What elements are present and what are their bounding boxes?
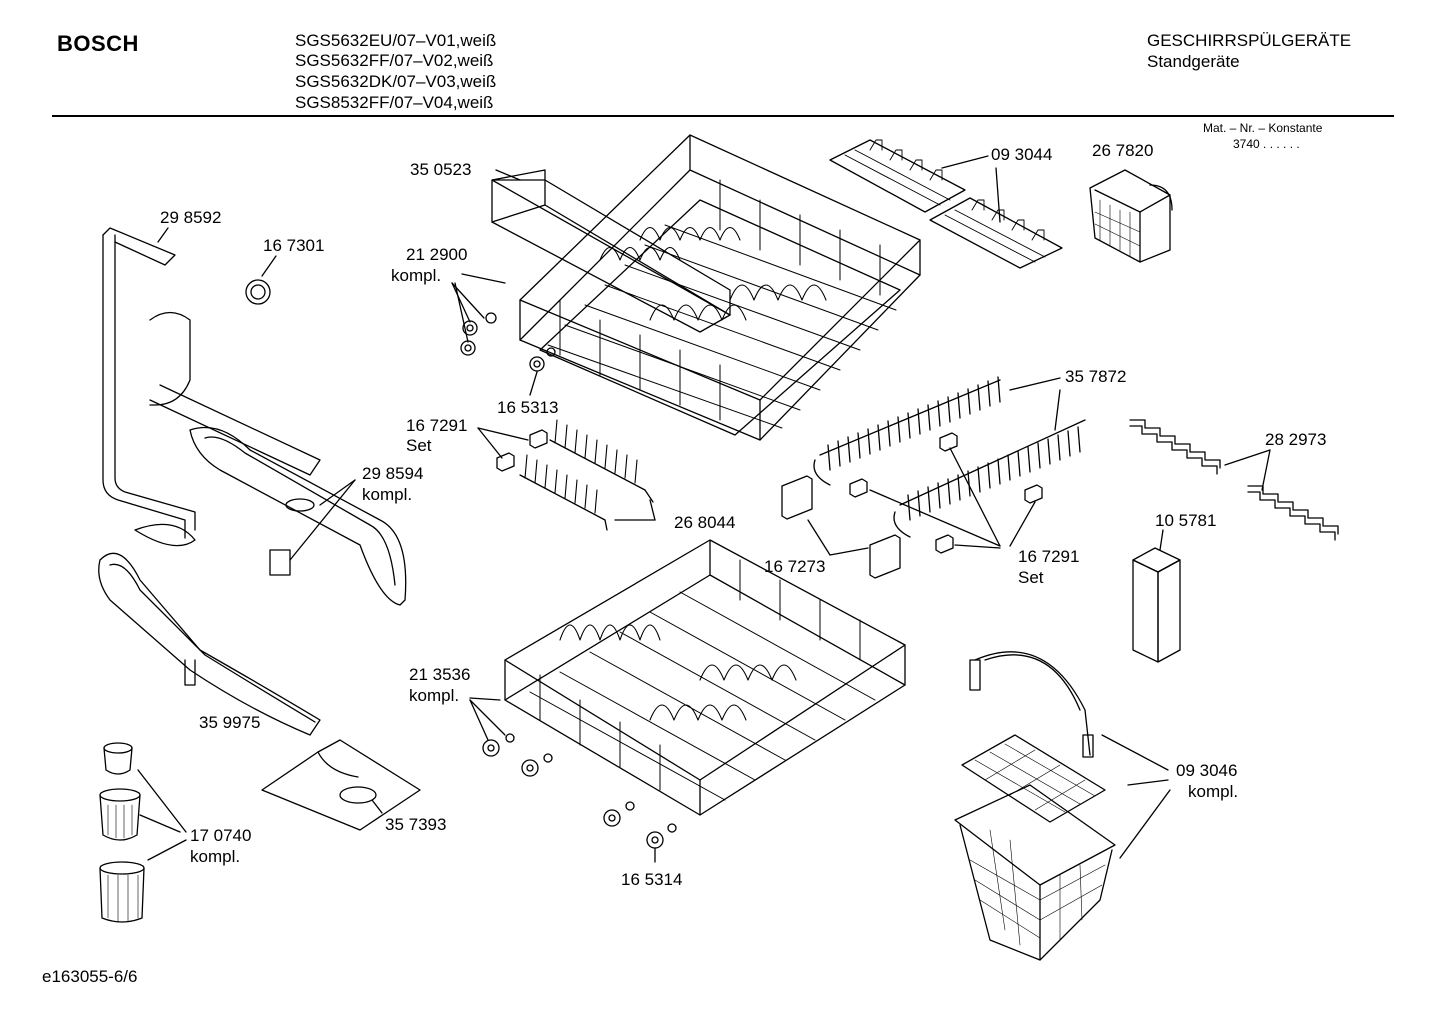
stair-inserts [1129, 419, 1339, 541]
label-213536-kompl: kompl. [409, 686, 460, 705]
tine-rack-parts [813, 376, 1086, 538]
label-165314: 16 5314 [621, 870, 683, 889]
model-line-4: SGS8532FF/07–V04,weiß [295, 93, 494, 112]
label-167273: 16 7273 [764, 557, 826, 576]
label-357393: 35 7393 [385, 815, 447, 834]
label-167291-bottom-set: Set [1018, 568, 1044, 587]
label-213536: 21 3536 [409, 665, 471, 684]
model-line-2: SGS5632FF/07–V02,weiß [295, 51, 494, 70]
label-282973: 28 2973 [1265, 430, 1327, 449]
cover-plate [261, 739, 421, 831]
label-167291-bottom: 16 7291 [1018, 547, 1080, 566]
filter-assembly [99, 742, 187, 923]
small-cutlery-basket [1089, 169, 1173, 263]
label-165313: 16 5313 [497, 398, 559, 417]
mat-nr-value: 3740 . . . . . . [1233, 137, 1300, 151]
label-298594: 29 8594 [362, 464, 424, 483]
document-code: e163055-6/6 [42, 967, 138, 986]
brand-logo: BOSCH [57, 31, 139, 56]
spray-arm-pipe [102, 227, 407, 606]
label-267820: 26 7820 [1092, 141, 1154, 160]
cup-shelf-parts [829, 139, 1063, 269]
sleeve [1132, 547, 1181, 663]
label-170740: 17 0740 [190, 826, 252, 845]
filter-disc [245, 279, 271, 305]
label-298592: 29 8592 [160, 208, 222, 227]
label-357872: 35 7872 [1065, 367, 1127, 386]
model-line-3: SGS5632DK/07–V03,weiß [295, 72, 497, 91]
label-167301: 16 7301 [263, 236, 325, 255]
mat-nr-label: Mat. – Nr. – Konstante [1203, 121, 1323, 135]
label-298594-kompl: kompl. [362, 485, 413, 504]
label-093044: 09 3044 [991, 145, 1053, 164]
label-212900-kompl: kompl. [391, 266, 442, 285]
model-line-1: SGS5632EU/07–V01,weiß [295, 31, 497, 50]
label-350523: 35 0523 [410, 160, 472, 179]
cutlery-basket [954, 651, 1116, 961]
lower-spray-arm [98, 552, 321, 736]
label-093046: 09 3046 [1176, 761, 1238, 780]
clips [496, 429, 1043, 554]
subcategory-title: Standgeräte [1147, 52, 1240, 71]
label-268044: 26 8044 [674, 513, 736, 532]
header-divider [52, 115, 1394, 117]
label-359975: 35 9975 [199, 713, 261, 732]
label-170740-kompl: kompl. [190, 847, 241, 866]
label-105781: 10 5781 [1155, 511, 1217, 530]
holders [781, 475, 901, 579]
upper-basket [460, 134, 921, 441]
label-093046-kompl: kompl. [1188, 782, 1239, 801]
label-167291-top-set: Set [406, 436, 432, 455]
folding-rails [519, 419, 654, 531]
category-title: GESCHIRRSPÜLGERÄTE [1147, 31, 1352, 50]
label-167291-top: 16 7291 [406, 416, 468, 435]
lower-basket [482, 539, 906, 849]
label-212900: 21 2900 [406, 245, 468, 264]
